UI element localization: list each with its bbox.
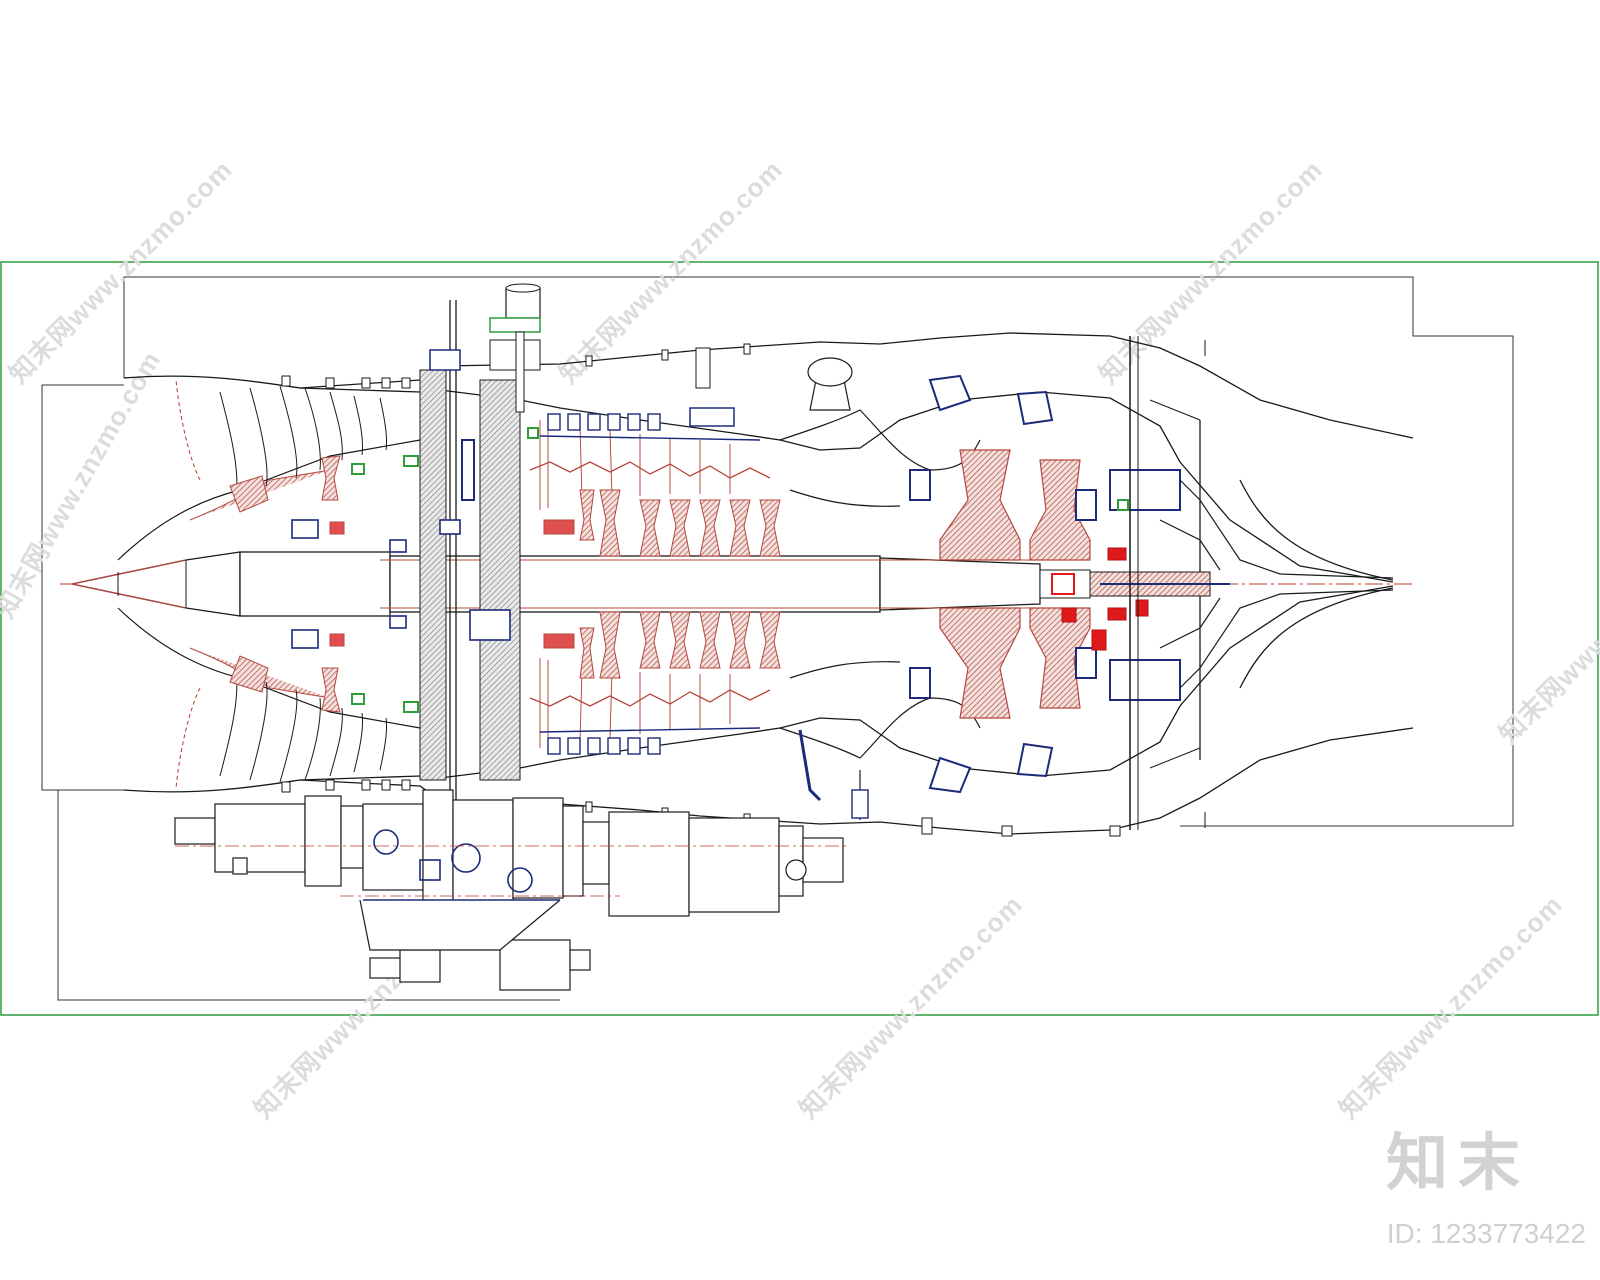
watermark-text: 知末网www.znzmo.com [1493, 514, 1600, 749]
watermark-layer: 知末网www.znzmo.com 知末网www.znzmo.com 知末网www… [0, 154, 1600, 1124]
turbine-section [909, 336, 1206, 830]
compressor-section [329, 347, 781, 755]
casing-fittings [281, 343, 1121, 837]
inlet-red-parts [229, 455, 341, 713]
drawing-frame [0, 261, 1599, 1016]
brand-logo: 知末 [1385, 1126, 1530, 1199]
reference-boxes [41, 276, 1514, 1001]
watermark-text: 知末网www.znzmo.com [553, 154, 788, 389]
exhaust-cone [1159, 479, 1394, 689]
navy-fittings [291, 519, 511, 649]
green-fittings [351, 427, 1129, 713]
accessory-gearbox [174, 789, 844, 991]
gearbox-navy-parts [363, 829, 560, 901]
watermark-text: 知末网www.znzmo.com [1333, 889, 1568, 1124]
watermark-text: 知末网www.znzmo.com [3, 154, 238, 389]
intermediate-case [419, 283, 541, 880]
watermark-text: 知末网www.znzmo.com [1093, 154, 1328, 389]
combustor [779, 357, 981, 820]
watermark-text: 知末网www.znzmo.com [793, 889, 1028, 1124]
main-shaft [239, 551, 1230, 617]
image-id-label: ID: 1233773422 [1386, 1218, 1586, 1249]
